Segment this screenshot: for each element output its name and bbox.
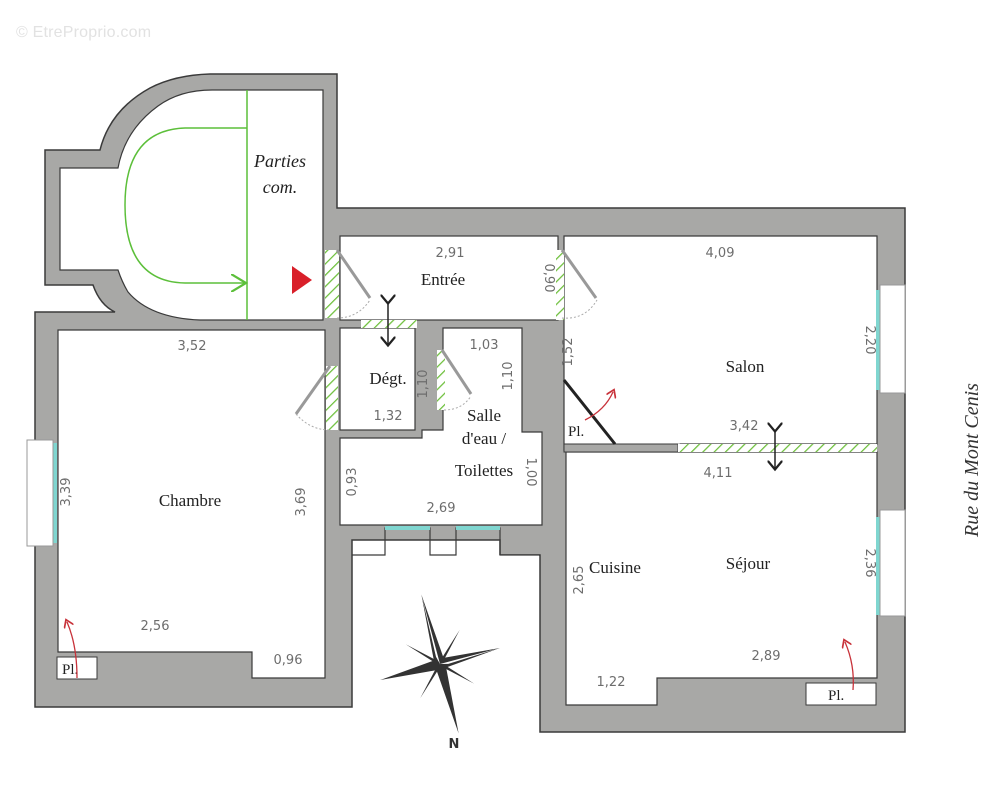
north-label: N	[449, 737, 460, 752]
svg-text:2,20: 2,20	[862, 326, 877, 355]
svg-text:0,93: 0,93	[345, 468, 360, 497]
room-label-salon: Salon	[726, 357, 765, 376]
windows	[26, 284, 906, 617]
room-label-parties-com-2: com.	[263, 177, 298, 197]
svg-text:1,10: 1,10	[501, 362, 516, 391]
placard-chambre: Pl.	[56, 622, 98, 680]
compass-rose-icon	[380, 594, 500, 734]
svg-text:1,03: 1,03	[470, 338, 499, 353]
entry-marker-icon	[292, 266, 312, 294]
room-label-entree: Entrée	[421, 270, 465, 289]
svg-text:3,52: 3,52	[178, 339, 207, 354]
svg-text:3,39: 3,39	[59, 478, 74, 507]
room-label-sde-1: Salle	[467, 406, 501, 425]
svg-text:4,09: 4,09	[706, 246, 735, 261]
svg-text:0,90: 0,90	[541, 264, 556, 293]
room-label-sde-2: d'eau /	[462, 429, 506, 448]
svg-text:0,96: 0,96	[274, 653, 303, 668]
dimensions: 2,91 0,90 4,09 1,52 2,20 3,42 4,11 2,36 …	[59, 246, 877, 690]
svg-text:4,11: 4,11	[704, 466, 733, 481]
walls	[34, 73, 906, 755]
svg-text:1,22: 1,22	[597, 675, 626, 690]
stair-circulation	[124, 90, 247, 320]
svg-text:1,32: 1,32	[374, 409, 403, 424]
svg-text:2,36: 2,36	[862, 549, 877, 578]
svg-text:2,69: 2,69	[427, 501, 456, 516]
svg-text:3,42: 3,42	[730, 419, 759, 434]
svg-text:2,89: 2,89	[752, 649, 781, 664]
placard-sejour: Pl.	[805, 642, 877, 706]
svg-text:1,52: 1,52	[561, 338, 576, 367]
placard-salon: Pl.	[562, 379, 615, 445]
room-label-parties-com: Parties	[253, 151, 306, 171]
svg-text:2,91: 2,91	[436, 246, 465, 261]
placard-label: Pl.	[62, 662, 78, 678]
room-label-cuisine: Cuisine	[589, 558, 641, 577]
room-label-sejour: Séjour	[726, 554, 771, 573]
room-label-chambre: Chambre	[159, 491, 221, 510]
placard-label: Pl.	[568, 424, 584, 440]
svg-text:3,69: 3,69	[294, 488, 309, 517]
svg-text:2,65: 2,65	[572, 566, 587, 595]
room-label-degt: Dégt.	[369, 369, 406, 388]
svg-text:2,56: 2,56	[141, 619, 170, 634]
svg-text:1,10: 1,10	[416, 370, 431, 399]
svg-text:1,00: 1,00	[523, 458, 538, 487]
room-label-sde-3: Toilettes	[455, 461, 513, 480]
watermark: © EtreProprio.com	[16, 24, 152, 41]
street-label: Rue du Mont Cenis	[961, 383, 983, 538]
placard-label: Pl.	[828, 688, 844, 704]
